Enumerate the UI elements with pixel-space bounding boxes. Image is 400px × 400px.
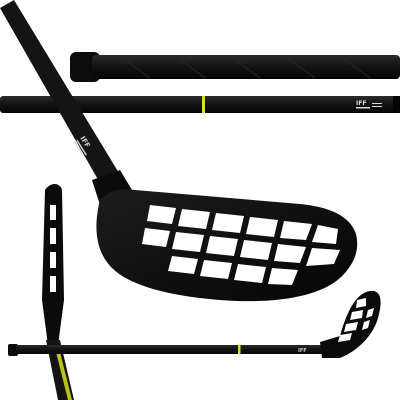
- diagonal-shaft: [0, 0, 122, 190]
- shaft-body: [0, 96, 400, 113]
- accent-ring-shaft: [202, 96, 205, 113]
- grip-end-closeup: [70, 52, 400, 82]
- accent-ring-full-stick: [238, 345, 241, 354]
- full-stick-iff-print: IFF: [298, 348, 307, 354]
- full-stick-shaft: [16, 345, 334, 354]
- svg-text:IFF: IFF: [356, 100, 366, 107]
- blade-closeup: IFF: [0, 0, 358, 302]
- shaft-print-label: IFF: [356, 100, 382, 109]
- blade-side-profile: [42, 184, 74, 400]
- shaft-closeup: IFF: [0, 96, 400, 113]
- side-shaft-accent: [56, 352, 72, 400]
- full-stick: IFF: [8, 290, 381, 358]
- grip-texture: [119, 55, 371, 79]
- shaft-end-cap: [393, 96, 400, 113]
- full-stick-blade-vents: [338, 298, 374, 342]
- blade-vent-holes: [142, 205, 340, 285]
- side-blade-vents: [50, 205, 56, 292]
- full-stick-grip-cap: [8, 344, 18, 356]
